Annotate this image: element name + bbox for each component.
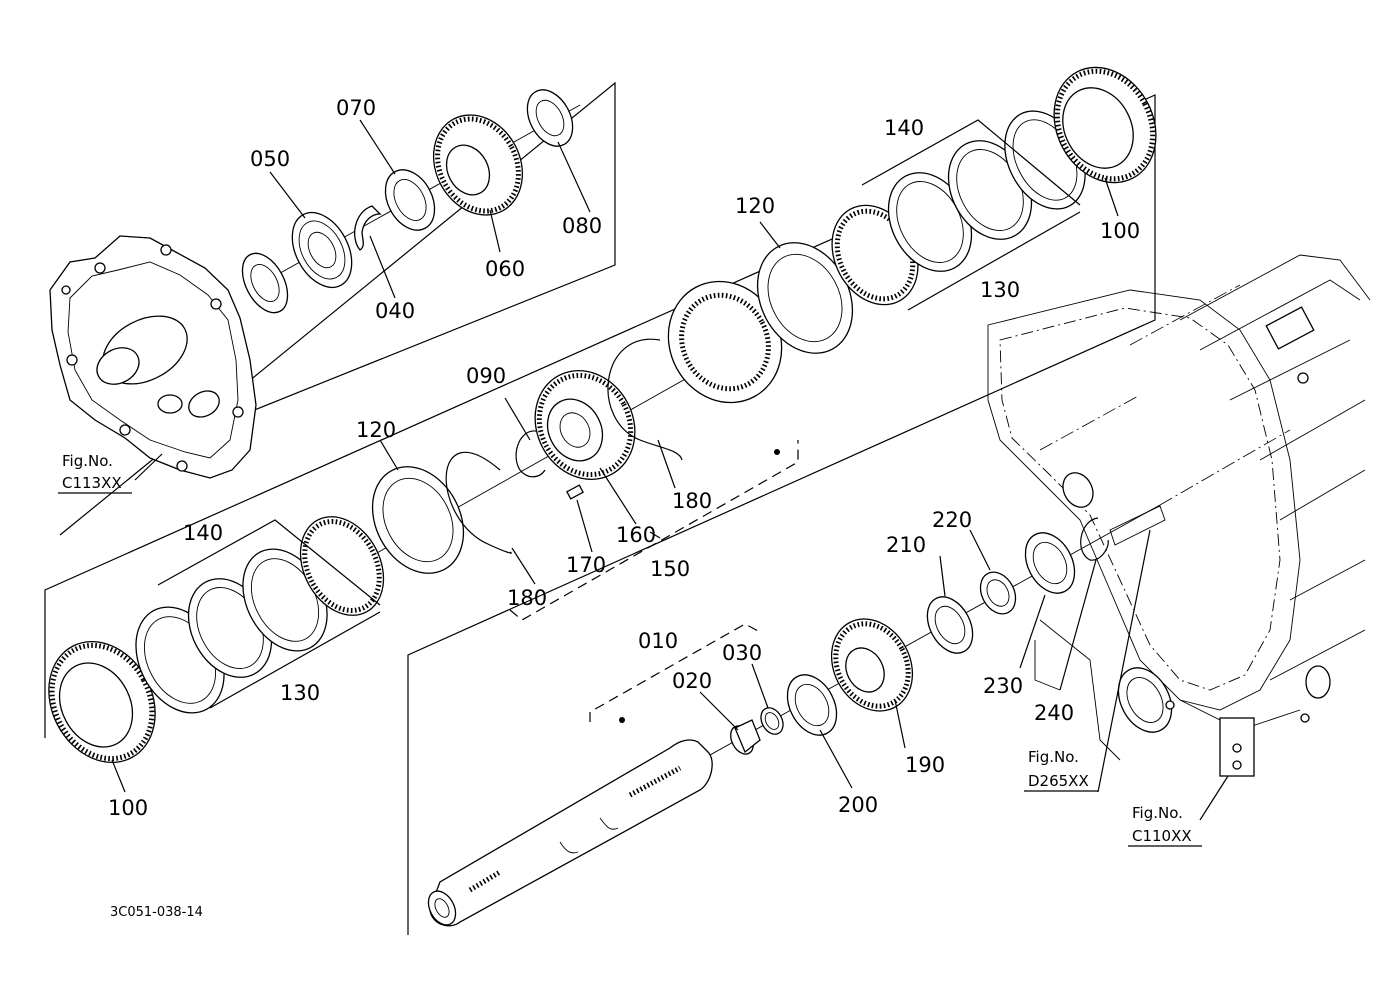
label-160: 160	[616, 523, 656, 547]
figure-ref-c110[interactable]: Fig.No. C110XX	[1128, 804, 1202, 847]
bearing-230-part	[1024, 532, 1076, 594]
label-130-right: 130	[980, 278, 1020, 302]
bearing-210-part	[926, 596, 974, 654]
spring-180-left-part	[445, 451, 512, 554]
figure-ref-c113-title: Fig.No.	[62, 452, 113, 470]
label-120-left: 120	[356, 418, 396, 442]
figure-ref-d265-code[interactable]: D265XX	[1028, 772, 1089, 790]
label-100-right: 100	[1100, 219, 1140, 243]
bush-020-part	[730, 719, 761, 755]
label-190: 190	[905, 753, 945, 777]
hub-160-part	[534, 370, 636, 480]
case-c110-part	[987, 254, 1371, 777]
clutch-pack-right-part	[831, 110, 1086, 306]
label-210: 210	[886, 533, 926, 557]
label-150: 150	[650, 557, 690, 581]
label-010: 010	[638, 629, 678, 653]
bearing-080-part	[526, 89, 574, 147]
upper-shaft-parts	[241, 89, 574, 314]
snap-ring-040-part	[354, 205, 382, 251]
label-020: 020	[672, 669, 712, 693]
clutch-pack-left-part	[135, 516, 385, 714]
figure-ref-c113[interactable]: Fig.No. C113XX	[58, 452, 132, 494]
label-070: 070	[336, 96, 376, 120]
figure-ref-d265-title: Fig.No.	[1028, 748, 1079, 766]
synchro-120-right-part	[756, 242, 854, 354]
spring-180-right-part	[607, 338, 683, 461]
group-150-bracket	[509, 440, 799, 621]
label-200: 200	[838, 793, 878, 817]
race-100-right-part	[1053, 66, 1157, 184]
label-140-right: 140	[884, 116, 924, 140]
group-frames	[44, 81, 1156, 935]
label-080: 080	[562, 214, 602, 238]
seal-part	[241, 252, 289, 314]
gear-190-part	[830, 618, 914, 712]
housing-c113-part	[49, 235, 257, 479]
figure-ref-c110-title: Fig.No.	[1132, 804, 1183, 822]
snap-ring-240-part	[1080, 517, 1109, 561]
label-170: 170	[566, 553, 606, 577]
drawing-code: 3C051-038-14	[110, 905, 203, 920]
label-040: 040	[375, 299, 415, 323]
shaft-010-part	[427, 739, 713, 927]
label-120-right: 120	[735, 194, 775, 218]
label-090: 090	[466, 364, 506, 388]
bearing-070-part	[384, 169, 436, 231]
ring-030-part	[760, 707, 784, 735]
bearing-200-part	[786, 674, 838, 736]
label-180-left: 180	[507, 586, 547, 610]
figure-ref-c110-code[interactable]: C110XX	[1132, 827, 1192, 845]
label-180-right: 180	[672, 489, 712, 513]
figure-ref-c113-code[interactable]: C113XX	[62, 474, 122, 492]
leader-lines	[111, 119, 1229, 821]
group-010-bracket	[589, 623, 761, 722]
label-140-left: 140	[183, 521, 223, 545]
lower-left-assembly	[48, 66, 1157, 764]
race-100-left-part	[48, 640, 156, 764]
gear-060-part	[432, 114, 524, 216]
synchro-120-left-part	[371, 466, 465, 574]
bearing-050-part	[291, 211, 353, 289]
label-240: 240	[1034, 701, 1074, 725]
label-060: 060	[485, 257, 525, 281]
label-030: 030	[722, 641, 762, 665]
label-050: 050	[250, 147, 290, 171]
label-220: 220	[932, 508, 972, 532]
lower-right-parts	[730, 517, 1109, 755]
part-labels: 010 020 030 040 050 060 070 080 090 100 …	[108, 96, 1140, 820]
figure-ref-d265[interactable]: Fig.No. D265XX	[1024, 748, 1098, 792]
label-130-left: 130	[280, 681, 320, 705]
key-170-part	[566, 484, 584, 500]
group-150-dot	[774, 449, 780, 455]
label-230: 230	[983, 674, 1023, 698]
group-010-dot	[619, 717, 625, 723]
collar-220-part	[979, 571, 1017, 615]
label-100-left: 100	[108, 796, 148, 820]
